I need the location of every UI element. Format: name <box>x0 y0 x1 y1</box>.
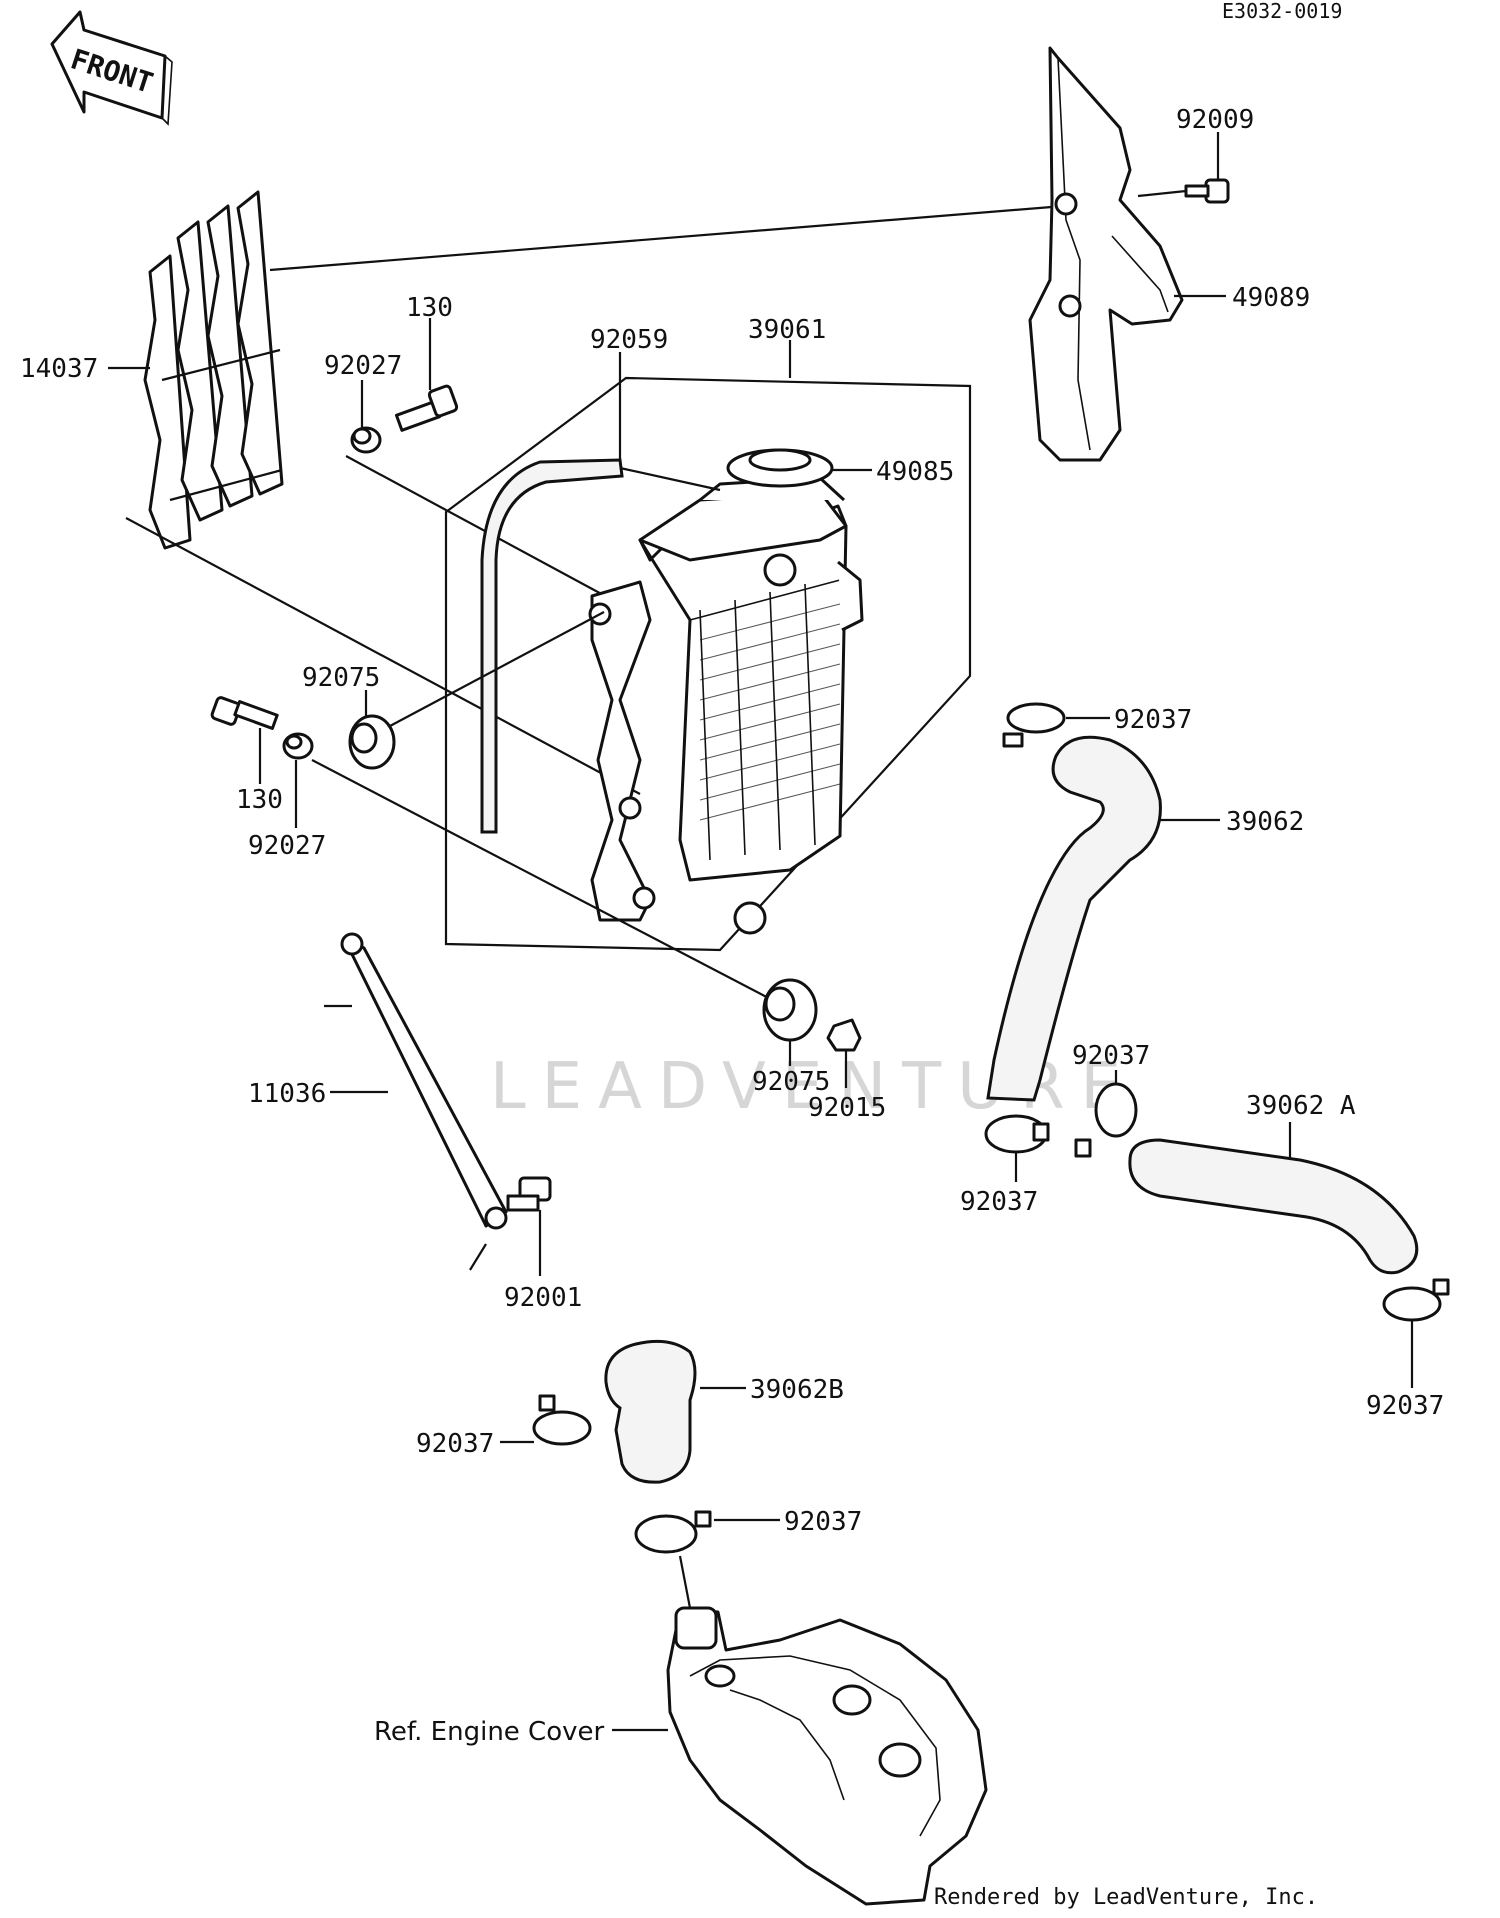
clamp-92037-d-icon <box>1382 1278 1450 1322</box>
diagram-code: E3032-0019 <box>1222 0 1342 23</box>
callout-ref-engine-cover: Ref. Engine Cover <box>374 1717 605 1747</box>
hose-39062 <box>986 735 1162 1102</box>
bolt-130-upper-icon <box>394 384 459 432</box>
callout-92075-upper: 92075 <box>302 663 380 693</box>
callout-39061: 39061 <box>748 315 826 345</box>
bolt-130-lower-icon <box>210 696 279 730</box>
callout-14037: 14037 <box>20 354 98 384</box>
callout-11036: 11036 <box>248 1079 326 1109</box>
callout-92037-d: 92037 <box>1366 1391 1444 1421</box>
collar-92015-icon <box>826 1018 862 1052</box>
grommet-92075-upper-icon <box>348 714 396 770</box>
callout-49089: 49089 <box>1232 283 1310 313</box>
clamp-92037-e-icon <box>532 1394 592 1446</box>
callout-130-upper: 130 <box>406 293 453 323</box>
callout-92037-e: 92037 <box>416 1429 494 1459</box>
clamp-92037-c-icon <box>984 1114 1050 1154</box>
callout-92027-upper: 92027 <box>324 351 402 381</box>
hose-39062B <box>604 1339 697 1484</box>
clamp-92037-a-icon <box>1002 702 1066 748</box>
bolt-92009-icon <box>1184 178 1230 204</box>
clamp-92037-b-icon <box>1074 1082 1138 1158</box>
grommet-92075-lower-icon <box>762 978 818 1042</box>
callout-39062: 39062 <box>1226 807 1304 837</box>
callout-92037-f: 92037 <box>784 1507 862 1537</box>
engine-cover <box>666 1606 988 1906</box>
radiator-cap-49085 <box>726 448 834 488</box>
bolt-92001-icon <box>506 1176 552 1212</box>
callout-92075-lower: 92075 <box>752 1067 830 1097</box>
callout-92015: 92015 <box>808 1093 886 1123</box>
callout-92059: 92059 <box>590 325 668 355</box>
callout-92037-b: 92037 <box>1072 1041 1150 1071</box>
callout-130-lower: 130 <box>236 785 283 815</box>
clamp-92037-f-icon <box>634 1510 712 1554</box>
collar-92027-upper-icon <box>350 426 382 454</box>
callout-92009: 92009 <box>1176 105 1254 135</box>
callout-49085: 49085 <box>876 457 954 487</box>
credit-text: Rendered by LeadVenture, Inc. <box>934 1885 1318 1910</box>
callout-92027-lower: 92027 <box>248 831 326 861</box>
shroud-49089 <box>1028 46 1184 462</box>
callout-92037-c: 92037 <box>960 1187 1038 1217</box>
radiator-guard-14037 <box>143 190 284 550</box>
collar-92027-lower-icon <box>282 732 314 760</box>
callout-39062B: 39062B <box>750 1375 844 1405</box>
stay-11036 <box>340 932 508 1230</box>
callout-39062A: 39062 A <box>1246 1091 1356 1121</box>
front-arrow-icon: FRONT <box>50 10 173 126</box>
callout-92037-a: 92037 <box>1114 705 1192 735</box>
hose-39062A <box>1128 1138 1419 1275</box>
radiator-core-39061 <box>588 476 864 935</box>
radiator-assembly-bracket <box>444 376 972 952</box>
callout-92001: 92001 <box>504 1283 582 1313</box>
